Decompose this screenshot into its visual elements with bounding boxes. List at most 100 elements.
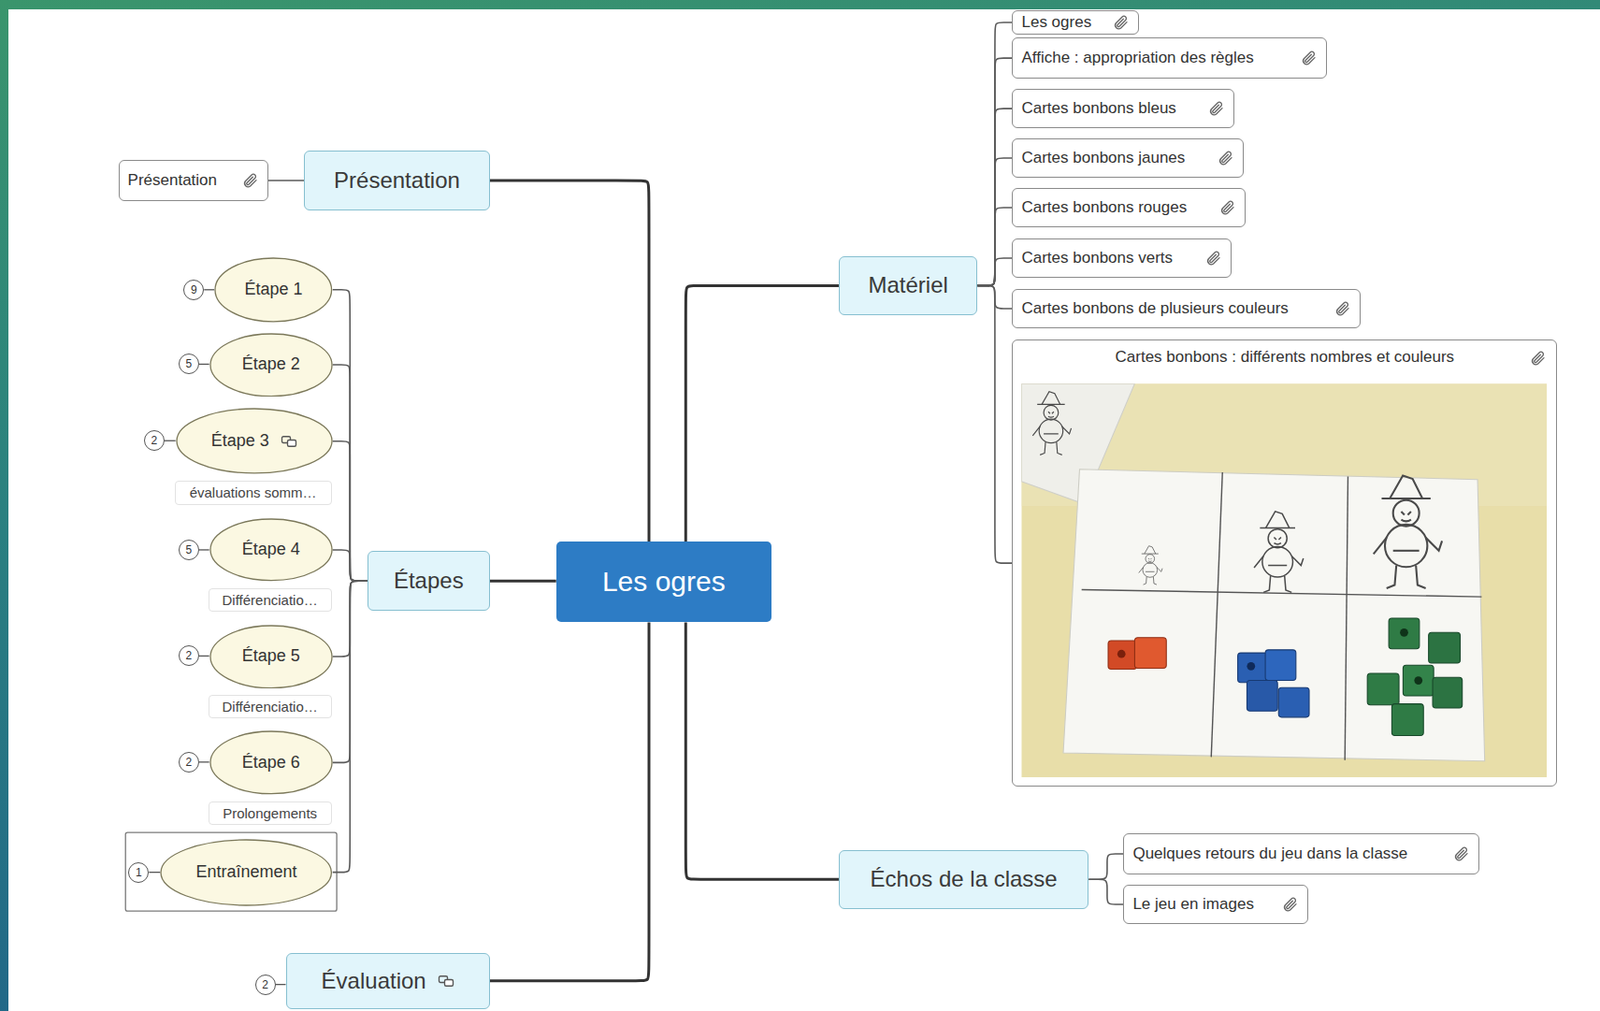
attachment-icon [1336,302,1348,315]
step-ellipse: Étape 3 [175,407,333,475]
node-text: Étape 1 [244,279,303,300]
attachment-icon [1334,300,1352,318]
branch-connector [490,579,557,583]
count-badge: 2 [178,751,200,773]
attachment-icon [1112,14,1130,31]
branch-topic: Étapes [367,550,491,611]
photo-ogre [1373,475,1442,589]
node-text: Matériel [867,272,948,299]
step-ellipse [210,625,332,689]
attachment-icon [1300,49,1318,67]
central-topic: Les ogres [556,541,772,622]
node-text: Étape 6 [242,752,301,773]
note-box: évaluations somm… [174,480,332,505]
photo-cubes [1108,618,1463,736]
count-leader [164,440,176,442]
count-leader [199,363,210,365]
photo-cube [1388,618,1420,649]
attachment-icon [1210,101,1223,115]
count-badge: 5 [178,539,200,561]
node-text: Présentation [128,171,217,190]
branch-connector [332,289,368,581]
branch-connector [685,621,839,880]
node-text: Le jeu en images [1132,894,1254,914]
attachment-box: Affiche : appropriation des règles [1011,37,1327,79]
branch-connector [1088,879,1124,905]
link-icon [437,972,455,990]
photo-cube [1402,664,1434,696]
branch-connector [977,108,1012,286]
attachment-icon [1205,249,1223,267]
photo-grid [1081,472,1483,761]
count-leader [199,548,210,550]
attachment-icon [1284,897,1297,910]
photo-ogre [1254,511,1304,593]
attachment-icon [1302,51,1314,64]
count-badge: 1 [128,862,149,883]
count-leader [148,871,160,873]
node-text: Entraînement [195,862,297,882]
attachment-box: Les ogres [1011,10,1139,35]
attachment-box: Cartes bonbons rouges [1011,187,1246,229]
attachment-icon [1532,352,1544,365]
node-text: Différenciatio… [221,591,318,608]
node-text: Les ogres [602,565,726,598]
count-leader [199,761,210,763]
step-ellipse: Étape 6 [209,730,333,795]
node-text: Étape 3 [211,431,270,451]
count-leader [203,288,215,290]
photo-ogre [1032,391,1071,456]
attachment-icon [1114,15,1126,29]
step-ellipse [210,518,332,581]
attachment-icon [1219,199,1237,217]
branch-connector [977,22,1012,286]
branch-connector [490,621,649,981]
branch-connector [332,441,368,581]
node-text: Cartes bonbons verts [1021,248,1173,268]
attachment-icon [1220,151,1232,164]
count-badge: 2 [255,974,276,995]
step-ellipse: Étape 1 [214,257,333,323]
photo-ogre [1138,546,1163,585]
attachment-icon [1453,845,1471,863]
branch-connector [332,549,368,581]
node-text: Les ogres [1021,13,1092,32]
photo [1021,383,1547,778]
node-text: Cartes bonbons bleus [1021,99,1176,118]
branch-connector [1088,853,1124,880]
attachment-icon [245,173,257,187]
link-icon [287,439,296,447]
node-text: Cartes bonbons rouges [1021,198,1187,217]
step-ellipse [176,408,332,474]
attachment-icon [1217,149,1235,167]
photo-cube [1367,673,1399,706]
attachment-icon [1282,895,1299,913]
node-text: Présentation [333,167,461,194]
branch-connector [977,207,1012,286]
photo-cube [1432,677,1463,708]
photo-cube [1265,649,1297,681]
node-text: Quelques retours du jeu dans la classe [1132,844,1408,864]
count-badge: 2 [144,430,165,451]
branch-connector [332,580,368,872]
count-badge: 5 [178,353,200,375]
node-text: Différenciatio… [221,698,318,715]
count-badge: 2 [178,645,200,666]
photo-grid [1081,589,1483,597]
attachment-box: Présentation [118,159,269,202]
photo-cube [1108,640,1138,670]
node-text: Affiche : appropriation des règles [1021,48,1254,68]
attachment-box: Cartes bonbons de plusieurs couleurs [1011,288,1360,330]
photo-cube [1117,649,1126,659]
branch-connector [332,364,368,581]
branch-connector [977,57,1012,286]
node-text: Étape 4 [242,539,301,560]
branch-connector [268,179,304,182]
branch-topic: Échos de la classe [838,850,1089,909]
photo-cube [1238,652,1269,683]
attachment-box: Cartes bonbons bleus [1011,88,1235,130]
photo-cube [1246,662,1255,671]
attachment-icon [1529,349,1547,367]
node-text: Prolongements [222,805,318,822]
